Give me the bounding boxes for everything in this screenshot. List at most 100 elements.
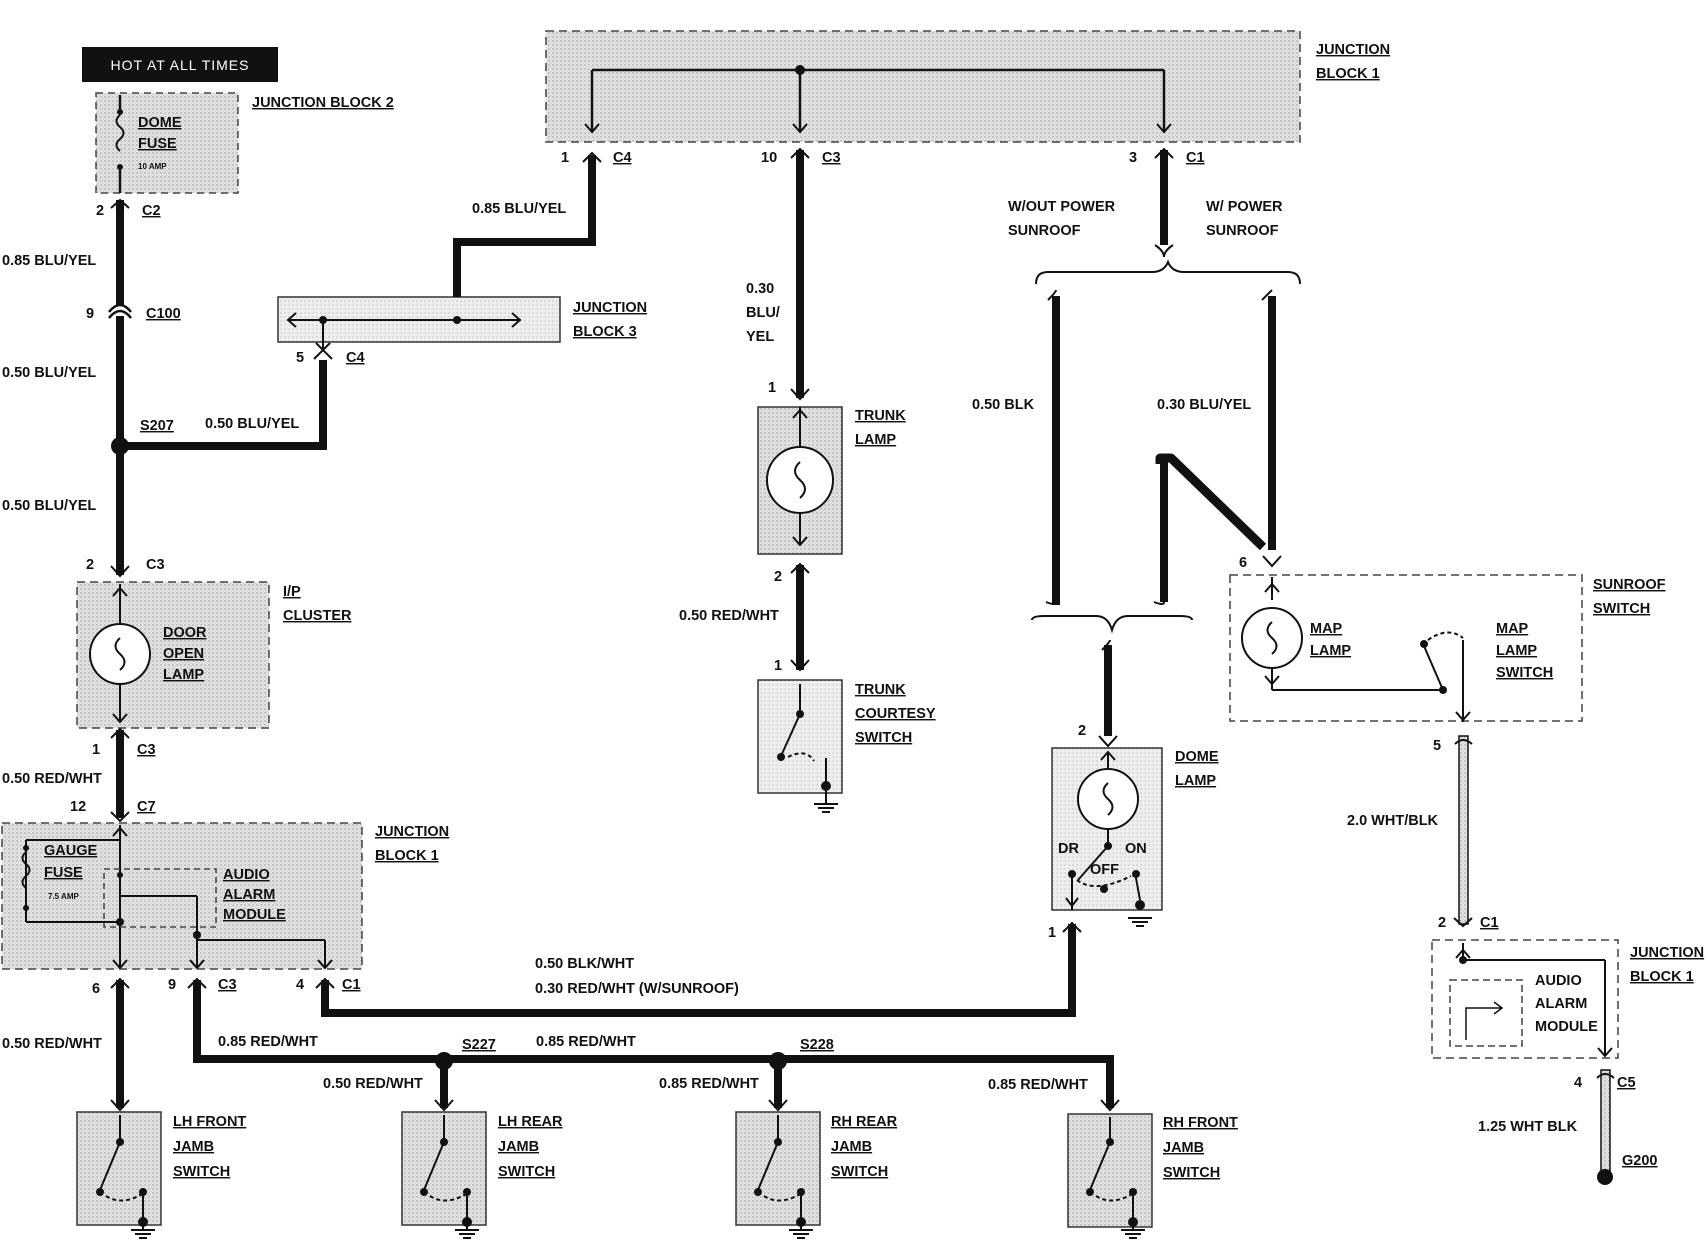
- wire-label-cluster-jb1: 0.50 RED/WHT: [2, 771, 102, 787]
- wire-jb1-ground: [1596, 1069, 1615, 1185]
- trunk-lamp: [757, 406, 843, 555]
- pin-clus-in: 2: [86, 557, 94, 573]
- ground-icon: [1597, 1169, 1613, 1185]
- dome-position-on: ON: [1125, 841, 1147, 857]
- audio-alarm-module-left-3: MODULE: [223, 907, 286, 923]
- connector-c2: C2: [142, 203, 161, 219]
- dome-fuse-rating: 10 AMP: [138, 162, 167, 171]
- rh-rear-jamb-label-3: SWITCH: [831, 1164, 888, 1180]
- wire-label-jb1-dome-a: 0.50 BLK/WHT: [535, 956, 634, 972]
- connector-jb1-c1: C1: [342, 977, 361, 993]
- splice-s207: [111, 437, 129, 455]
- pin-jb1top-c4: 1: [561, 150, 569, 166]
- connector-g200: G200: [1622, 1153, 1657, 1169]
- map-lamp-switch-label-2: LAMP: [1496, 643, 1537, 659]
- junction-block-1-top-label-2: BLOCK 1: [1316, 66, 1380, 82]
- wire-label-jb2-c100: 0.85 BLU/YEL: [2, 253, 96, 269]
- connector-jb1-c3: C3: [218, 977, 237, 993]
- pin-jb2-c2: 2: [96, 203, 104, 219]
- wire-jb1-dome: [315, 921, 1082, 1017]
- wire-label-dome-wout-sunroof: 0.50 BLK: [972, 397, 1035, 413]
- wire-label-s227-lh-rear: 0.50 RED/WHT: [323, 1076, 423, 1092]
- map-lamp-label-1: MAP: [1310, 621, 1343, 637]
- audio-alarm-module-right-1: AUDIO: [1535, 973, 1582, 989]
- switch-icon: [99, 1141, 121, 1191]
- wire-jb1-lh-front: [110, 977, 130, 1112]
- pin-jbr-c1: 2: [1438, 915, 1446, 931]
- rh-rear-jamb-label-2: JAMB: [831, 1139, 872, 1155]
- trunk-lamp-label-1: TRUNK: [855, 408, 906, 424]
- connector-clus-c3-out: C3: [137, 742, 156, 758]
- junction-block-3-label-1: JUNCTION: [573, 300, 647, 316]
- rh-front-jamb-switch: [1067, 1113, 1153, 1239]
- junction-block-2: DOME FUSE 10 AMP: [95, 92, 239, 194]
- junction-block-3: [277, 296, 561, 352]
- lh-front-jamb-label-2: JAMB: [173, 1139, 214, 1155]
- rh-front-jamb-label-2: JAMB: [1163, 1140, 1204, 1156]
- wire-jb1-c1-branch: [1035, 147, 1301, 285]
- dome-fuse-label-2: FUSE: [138, 136, 177, 152]
- splice-s207-label: S207: [140, 418, 174, 434]
- junction-block-1-top: [545, 30, 1301, 143]
- wout-power-sunroof-label-2: SUNROOF: [1008, 223, 1081, 239]
- map-lamp-switch-label-1: MAP: [1496, 621, 1529, 637]
- connector-jb1top-c3: C3: [822, 150, 841, 166]
- pin-sunroof-5: 5: [1433, 738, 1441, 754]
- sunroof-switch-label-1: SUNROOF: [1593, 577, 1666, 593]
- wire-jb1-s227-s228: [187, 977, 1120, 1112]
- trunk-switch-label-1: TRUNK: [855, 682, 906, 698]
- connector-jbr-c5: C5: [1617, 1075, 1636, 1091]
- wire-label-c100-s207: 0.50 BLU/YEL: [2, 365, 96, 381]
- gauge-fuse-label-2: FUSE: [44, 865, 83, 881]
- sunroof-switch: [1229, 574, 1583, 722]
- pin-sunroof-6: 6: [1239, 555, 1247, 571]
- junction-block-1-left-label-1: JUNCTION: [375, 824, 449, 840]
- wire-label-s228-rh-rear: 0.85 RED/WHT: [659, 1076, 759, 1092]
- wire-label-jb1-dome-b: 0.30 RED/WHT (W/SUNROOF): [535, 981, 739, 997]
- connector-jbr-c1: C1: [1480, 915, 1499, 931]
- pin-jb1-c7: 12: [70, 799, 86, 815]
- splice-s228-label: S228: [800, 1037, 834, 1053]
- gauge-fuse-label-1: GAUGE: [44, 843, 98, 859]
- wire-jb3-jb1: [453, 151, 602, 297]
- w-power-sunroof-label-2: SUNROOF: [1206, 223, 1279, 239]
- connector-clus-c3-in: C3: [146, 557, 165, 573]
- pin-c100: 9: [86, 306, 94, 322]
- junction-block-1-right-label-2: BLOCK 1: [1630, 969, 1694, 985]
- lh-front-jamb-label-1: LH FRONT: [173, 1114, 246, 1130]
- connector-jb1top-c4: C4: [613, 150, 632, 166]
- pin-jb1-c3-9: 9: [168, 977, 176, 993]
- ip-cluster-label-2: CLUSTER: [283, 608, 352, 624]
- audio-alarm-module-left-1: AUDIO: [223, 867, 270, 883]
- junction-block-1-top-label-1: JUNCTION: [1316, 42, 1390, 58]
- wire-label-jb1-s227: 0.85 RED/WHT: [218, 1034, 318, 1050]
- w-power-sunroof-label-1: W/ POWER: [1206, 199, 1283, 215]
- ip-cluster-label-1: I/P: [283, 584, 301, 600]
- junction-block-1-left: [1, 822, 363, 970]
- pin-jb1-c3-6: 6: [92, 981, 100, 997]
- lh-rear-jamb-switch: [401, 1111, 487, 1239]
- dome-lamp-label-1: DOME: [1175, 749, 1219, 765]
- map-lamp-switch-label-3: SWITCH: [1496, 665, 1553, 681]
- wire-trunk-lamp-switch: [790, 562, 810, 672]
- connector-jb1-c7: C7: [137, 799, 156, 815]
- audio-alarm-module-right-3: MODULE: [1535, 1019, 1598, 1035]
- wire-label-jb1-lh-front: 0.50 RED/WHT: [2, 1036, 102, 1052]
- trunk-switch-label-3: SWITCH: [855, 730, 912, 746]
- junction-block-1-right: [1431, 939, 1619, 1059]
- lh-rear-jamb-label-3: SWITCH: [498, 1164, 555, 1180]
- sunroof-switch-label-2: SWITCH: [1593, 601, 1650, 617]
- wire-label-trunk-feed-2: BLU/: [746, 305, 780, 321]
- pin-jb1top-c1: 3: [1129, 150, 1137, 166]
- wire-label-dome-w-sunroof: 0.30 BLU/YEL: [1157, 397, 1251, 413]
- ground-icon: [131, 1229, 155, 1239]
- wire-dome-wout-sunroof: [1045, 289, 1267, 605]
- wire-dome-w-sunroof: [1261, 289, 1282, 568]
- wire-label-trunk-feed-3: YEL: [746, 329, 774, 345]
- wire-label-sunroof-jb1: 2.0 WHT/BLK: [1347, 813, 1439, 829]
- switch-icon: [1077, 845, 1109, 881]
- splice-s227-label: S227: [462, 1037, 496, 1053]
- pin-jb3-c4: 5: [296, 350, 304, 366]
